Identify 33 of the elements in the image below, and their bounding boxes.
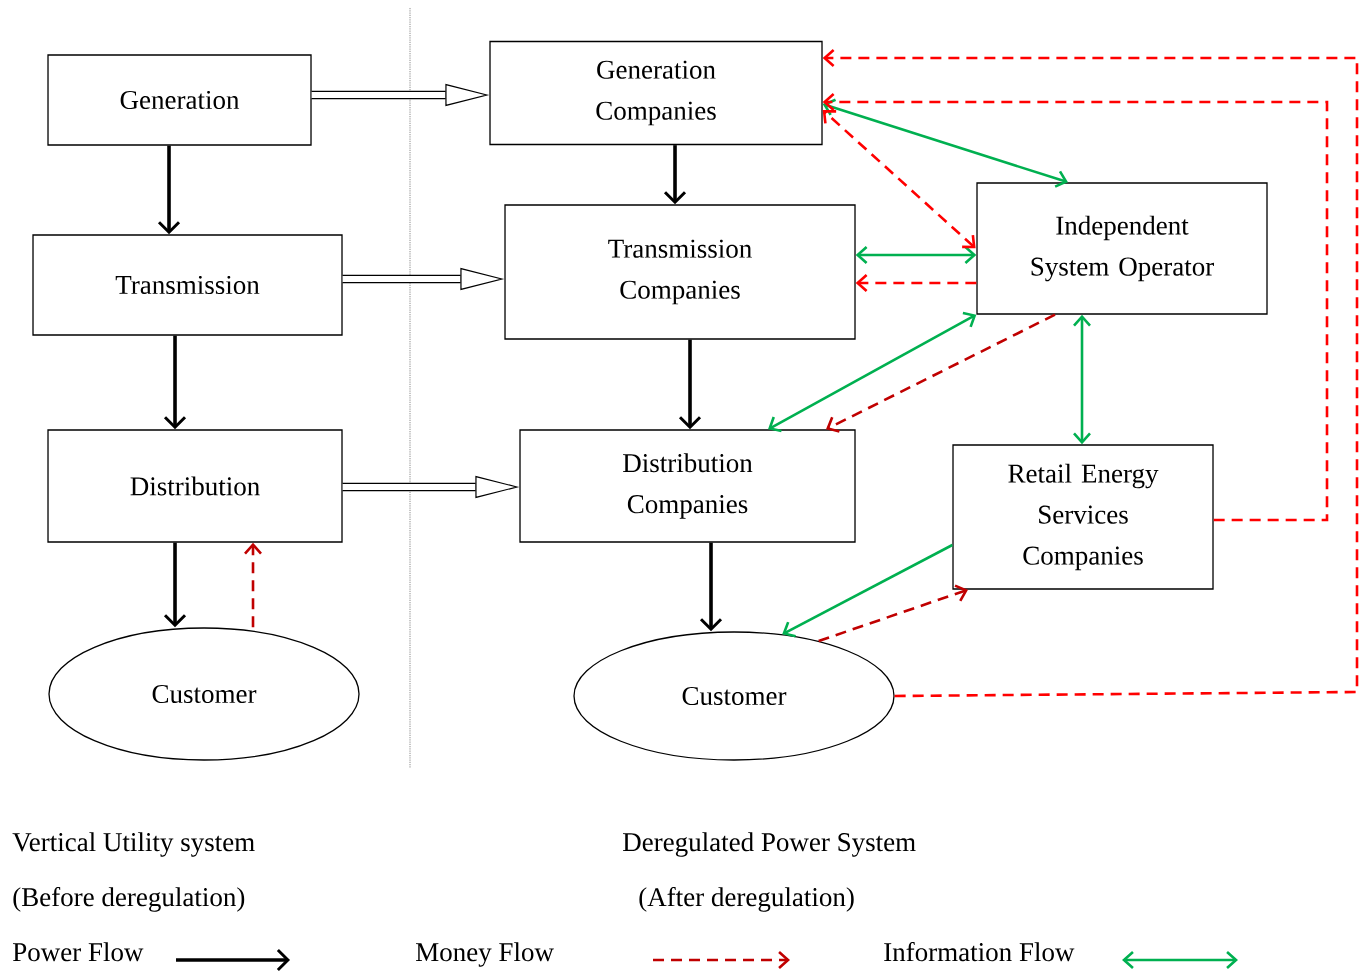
arrow [663, 145, 687, 205]
arrow [822, 98, 1068, 188]
arrow [855, 246, 977, 264]
arrow [768, 311, 977, 433]
dashed-arrow [822, 49, 1359, 698]
arrow [157, 145, 181, 235]
process-box: Transmission Companies [504, 204, 856, 340]
dashed-arrow [855, 274, 977, 292]
caption-text: (After deregulation) [639, 887, 854, 912]
caption-text: Deregulated Power System [623, 832, 916, 857]
process-box: Retail Energy Services Companies [952, 444, 1214, 590]
legend-label: Information Flow [884, 942, 1075, 962]
dashed-arrow [822, 110, 976, 249]
process-box: Distribution Companies [519, 429, 856, 543]
arrow [163, 542, 187, 628]
dashed-arrow [822, 93, 1329, 522]
arrow [678, 339, 702, 430]
arrow [163, 335, 187, 430]
dashed-arrow [818, 584, 968, 643]
caption-text: (Before deregulation) [13, 887, 245, 912]
legend-label: Money Flow [416, 942, 554, 967]
legend-label: Power Flow [13, 942, 144, 962]
process-box: Transmission [32, 234, 343, 336]
dashed-arrow [826, 313, 1056, 433]
dashed-arrow [244, 542, 262, 628]
arrow [699, 542, 723, 632]
process-box: Independent System Operator [976, 182, 1268, 315]
process-box: Distribution [47, 429, 343, 543]
caption-text: Vertical Utility system [12, 832, 255, 857]
arrow [782, 543, 953, 638]
arrow [1073, 314, 1091, 445]
process-box: Generation Companies [489, 40, 823, 146]
process-box: Generation [47, 54, 312, 146]
